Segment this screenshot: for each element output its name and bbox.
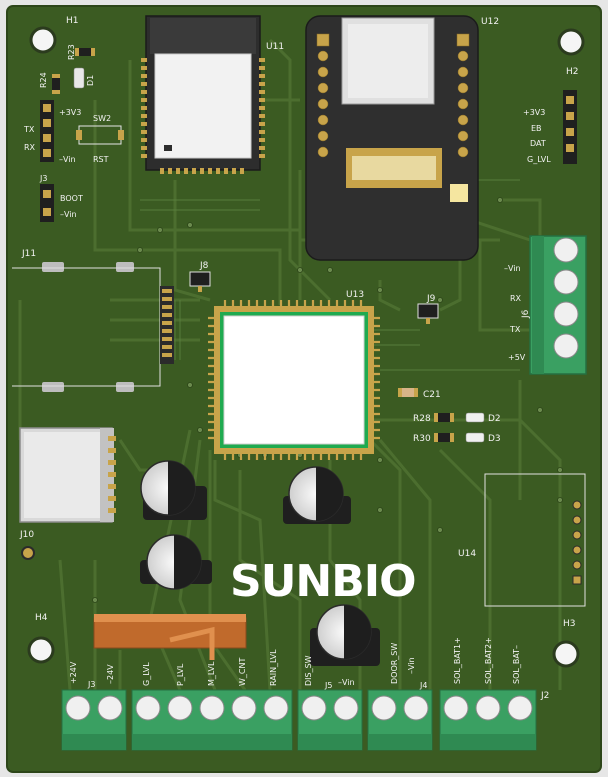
- label-dis-vin: –Vin: [338, 678, 355, 687]
- j10-pins: [108, 436, 116, 513]
- label-sol-bat-minus: SOL_BAT–: [512, 645, 521, 684]
- label-g-lvl: G_LVL: [142, 662, 151, 686]
- ref-sw2: SW2: [93, 114, 111, 123]
- terminal-block-dis-sw: [297, 689, 363, 751]
- header-uart: [40, 100, 54, 162]
- ref-j4: J4: [419, 681, 427, 690]
- ref-c21: C21: [423, 390, 441, 400]
- mounting-hole-h4: [27, 636, 55, 664]
- module-u14: [484, 473, 586, 607]
- mounting-hole-h1: [29, 26, 57, 54]
- ref-r30: R30: [413, 434, 431, 444]
- ref-j6: J6: [521, 309, 531, 319]
- label-sol-bat2: SOL_BAT2+: [484, 637, 493, 684]
- component-j9: [417, 303, 439, 324]
- boot-header: [40, 184, 54, 222]
- ref-j11: J11: [21, 249, 36, 259]
- ref-j3-boot: J3: [39, 174, 47, 183]
- j6-label-tx: TX: [509, 325, 521, 334]
- label-door-sw: DOOR_SW: [390, 643, 399, 684]
- h2-label-3v3: +3V3: [523, 108, 545, 117]
- smd-r23: [75, 48, 95, 56]
- j6-label-rx: RX: [510, 294, 522, 303]
- ref-h1: H1: [66, 16, 79, 26]
- resistor-r28: [434, 413, 454, 422]
- component-j8: [189, 271, 211, 292]
- led-d3: [465, 432, 485, 443]
- label-sol-bat1: SOL_BAT1+: [453, 637, 462, 684]
- ref-r24: R24: [39, 72, 48, 88]
- ref-u12: U12: [481, 17, 499, 27]
- label-w-cnt: W_CNT: [238, 658, 247, 686]
- u11-pins: [141, 58, 265, 174]
- ref-u14: U14: [458, 549, 476, 559]
- label-rst: RST: [93, 155, 109, 164]
- ref-d1: D1: [86, 75, 95, 86]
- u13-pins: [208, 300, 380, 460]
- label-p-lvl: P_LVL: [176, 663, 185, 686]
- pin-label-rx: RX: [24, 143, 36, 152]
- resistor-r30: [434, 433, 454, 442]
- ref-j2: J2: [540, 691, 549, 701]
- sd-slot-j10: [19, 427, 114, 523]
- h2-label-glvl: G_LVL: [527, 155, 551, 164]
- smd-d1: [73, 67, 85, 89]
- orange-component: [93, 614, 247, 660]
- terminal-block-power: [61, 689, 127, 751]
- ref-h4: H4: [35, 613, 48, 623]
- ref-j5: J5: [324, 681, 332, 690]
- header-h2: [563, 90, 577, 164]
- ref-r23: R23: [67, 44, 76, 60]
- pin-label-3v3: +3V3: [59, 108, 81, 117]
- ref-j10: J10: [19, 530, 34, 540]
- testpoint: [21, 546, 35, 560]
- ref-u13: U13: [346, 290, 364, 300]
- led-d2: [465, 412, 485, 423]
- j11-pins: [162, 289, 172, 357]
- terminal-block-sensors: [131, 689, 293, 751]
- ref-h3: H3: [563, 619, 576, 629]
- mounting-holes: [27, 26, 585, 668]
- smd-r24: [52, 74, 60, 94]
- sd-card-module-u12: [305, 15, 479, 261]
- terminal-block-j6: [529, 235, 587, 375]
- terminal-block-solar-j2: [439, 689, 537, 751]
- mounting-hole-h3: [552, 640, 580, 668]
- label-rain-lvl: RAIN_LVL: [269, 649, 278, 686]
- label-boot: BOOT: [60, 194, 83, 203]
- electrolytic-capacitors: [140, 460, 380, 666]
- ref-r28: R28: [413, 414, 431, 424]
- u12-pin-headers: [316, 33, 470, 158]
- ref-u11: U11: [266, 42, 284, 52]
- ref-j9: J9: [426, 294, 436, 304]
- ref-h2: H2: [566, 67, 579, 77]
- terminal-block-door-sw: [367, 689, 433, 751]
- j6-label-5v: +5V: [508, 353, 526, 362]
- reset-switch-sw2: [76, 125, 124, 145]
- mcu-u13: [214, 306, 374, 454]
- ref-j8: J8: [199, 261, 209, 271]
- brand-logo: SUNBIO: [230, 556, 416, 607]
- label-door-vin: –Vin: [407, 657, 416, 674]
- h2-label-dat: DAT: [530, 139, 546, 148]
- mounting-hole-h2: [557, 28, 585, 56]
- label-24v-plus: +24V: [69, 661, 78, 684]
- ref-d2: D2: [488, 414, 501, 424]
- j6-label-vin: –Vin: [504, 264, 521, 273]
- label-m-lvl: M_LVL: [207, 661, 216, 686]
- ref-j3: J3: [87, 680, 95, 689]
- label-dis-sw: DIS_SW: [304, 655, 313, 686]
- capacitor-c21: [398, 388, 418, 397]
- pin-label-vin: –Vin: [59, 155, 76, 164]
- label-boot-vin: –Vin: [60, 210, 77, 219]
- label-24v-minus: –24V: [106, 664, 115, 684]
- pin-label-tx: TX: [23, 125, 35, 134]
- ref-d3: D3: [488, 434, 501, 444]
- h2-label-eb: EB: [531, 124, 542, 133]
- esp32-module-u11: [145, 15, 261, 171]
